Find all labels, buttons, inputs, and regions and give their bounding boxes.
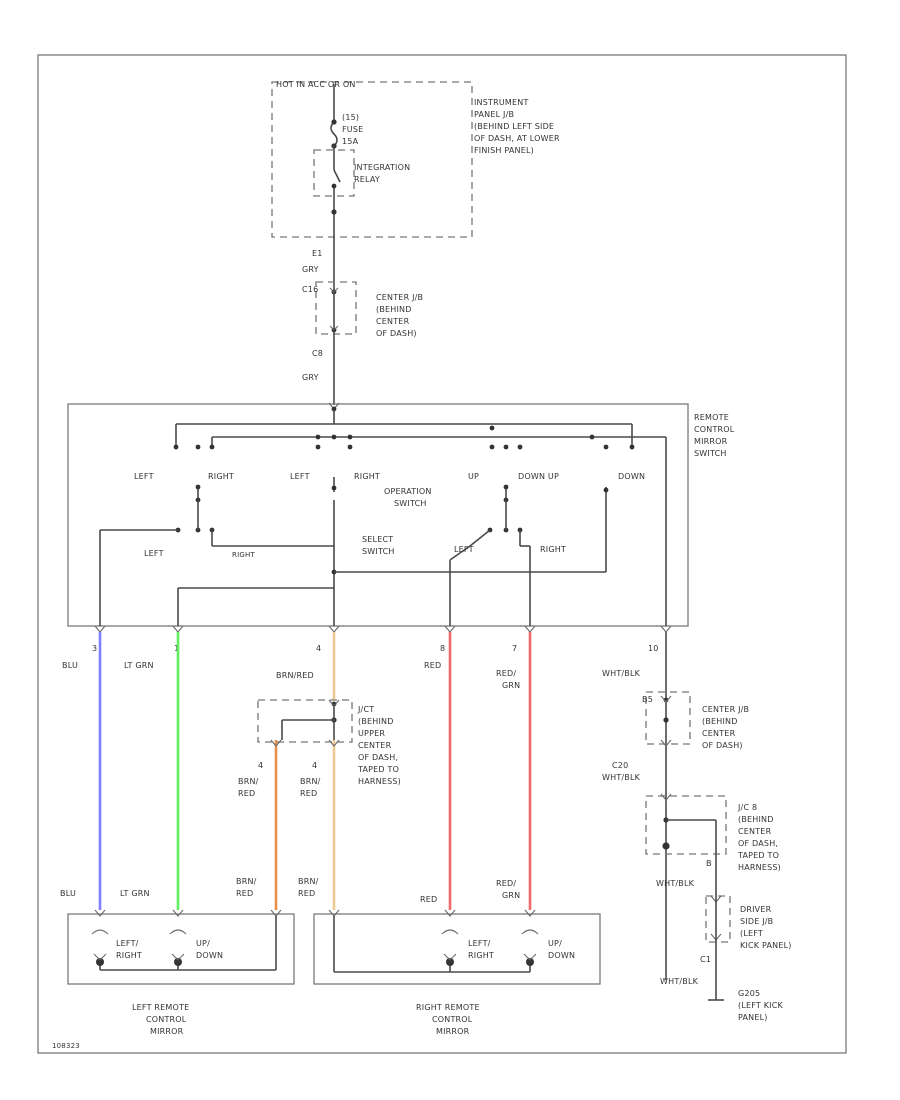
conn-e1: E1	[312, 249, 323, 258]
pin-4: 4	[316, 644, 321, 653]
brn-red-bot-1: BRN/ RED	[236, 877, 259, 898]
left-lr-motor-icon	[93, 953, 107, 966]
op-left-1: LEFT	[134, 472, 154, 481]
gry-wire-2: GRY	[302, 373, 319, 382]
gry-wire-1: GRY	[302, 265, 319, 274]
operation-switch-label: OPERATION SWITCH	[384, 487, 434, 508]
wht-blk-1: WHT/BLK	[602, 773, 641, 782]
driver-jb-label: DRIVER SIDE J/B (LEFT KICK PANEL)	[740, 905, 792, 950]
red-grn-bot: RED/ GRN	[496, 879, 520, 900]
select-right-small: RIGHT	[232, 551, 255, 559]
jct-label: J/CT (BEHIND UPPER CENTER OF DASH, TAPED…	[357, 705, 402, 786]
jct-pin-b: 4	[312, 761, 317, 770]
right-mirror-label: RIGHT REMOTE CONTROL MIRROR	[416, 1003, 482, 1036]
wire-runs	[98, 632, 667, 980]
left-mirror-label: LEFT REMOTE CONTROL MIRROR	[132, 1003, 192, 1036]
jc8-label: J/C 8 (BEHIND CENTER OF DASH, TAPED TO H…	[737, 803, 782, 872]
left-ud-motor-icon	[171, 953, 185, 966]
lt-grn-bot: LT GRN	[120, 889, 150, 898]
pin-1: 1	[174, 644, 179, 653]
wht-blk-top: WHT/BLK	[602, 669, 641, 678]
remote-control-mirror-switch: REMOTE CONTROL MIRROR SWITCH	[67, 402, 737, 627]
red-top: RED	[424, 661, 441, 670]
pin-8: 8	[440, 644, 445, 653]
select-left: LEFT	[144, 549, 164, 558]
op-downup: DOWN UP	[518, 472, 559, 481]
center-jb-upper-label: CENTER J/B (BEHIND CENTER OF DASH)	[376, 293, 426, 338]
fuse-symbol	[330, 121, 338, 147]
wht-blk-3: WHT/BLK	[660, 977, 699, 986]
left-ud-label: UP/ DOWN	[196, 939, 223, 960]
brn-red-top: BRN/RED	[276, 671, 314, 680]
conn-b5: B5	[642, 695, 653, 704]
op-down: DOWN	[618, 472, 645, 481]
conn-c16: C16	[302, 285, 318, 294]
ground-path: B5 CENTER J/B (BEHIND CENTER OF DASH) C2…	[602, 691, 792, 1022]
fuse-num: (15)	[342, 113, 359, 122]
blu-bot: BLU	[60, 889, 76, 898]
right-remote-control-mirror: LEFT/ RIGHT UP/ DOWN RIGHT REMOTE CONTRO…	[313, 909, 601, 1036]
red-bot: RED	[420, 895, 437, 904]
diagram-frame	[37, 54, 847, 1054]
left-remote-control-mirror: LEFT/ RIGHT UP/ DOWN LEFT REMOTE CONTROL…	[67, 909, 295, 1036]
fuse-label: FUSE	[342, 125, 363, 134]
left-lr-label: LEFT/ RIGHT	[116, 939, 142, 960]
wire-labels-top: BLU LT GRN BRN/RED RED RED/ GRN WHT/BLK	[62, 661, 641, 690]
conn-c20: C20	[612, 761, 628, 770]
op-up-1: UP	[468, 472, 479, 481]
right-lr-motor-icon	[443, 953, 457, 966]
op-right-2: RIGHT	[354, 472, 380, 481]
conn-c8: C8	[312, 349, 323, 358]
instrument-panel-jb: HOT IN ACC OR ON INSTRUMENT PANEL J/B (B…	[271, 80, 563, 290]
wire-labels-bottom: BLU LT GRN BRN/ RED BRN/ RED RED RED/ GR…	[60, 877, 520, 904]
right-ud-motor-icon	[523, 953, 537, 966]
center-jb-upper: C16 CENTER J/B (BEHIND CENTER OF DASH) C…	[302, 281, 426, 405]
footer-code: 108323	[52, 1042, 80, 1050]
center-jb-lower-label: CENTER J/B (BEHIND CENTER OF DASH)	[702, 705, 752, 750]
brn-red-bot-2: BRN/ RED	[298, 877, 321, 898]
operation-switch-contacts	[173, 425, 635, 450]
jct-brnred-a: BRN/ RED	[238, 777, 261, 798]
pin-7: 7	[512, 644, 517, 653]
wht-blk-2: WHT/BLK	[656, 879, 695, 888]
blu-top: BLU	[62, 661, 78, 670]
jct-brnred-b: BRN/ RED	[300, 777, 323, 798]
select-right-2: RIGHT	[540, 545, 566, 554]
right-ud-label: UP/ DOWN	[548, 939, 575, 960]
ij-label: INSTRUMENT PANEL J/B (BEHIND LEFT SIDE O…	[474, 98, 563, 155]
select-switch-label: SELECT SWITCH	[362, 535, 396, 556]
relay-label: INTEGRATION RELAY	[354, 163, 413, 184]
red-grn-top: RED/ GRN	[496, 669, 520, 690]
lt-grn-top: LT GRN	[124, 661, 154, 670]
pin-b-ground: B	[706, 859, 712, 868]
switch-title: REMOTE CONTROL MIRROR SWITCH	[694, 413, 737, 458]
fuse-amp: 15A	[342, 137, 359, 146]
op-left-2: LEFT	[290, 472, 310, 481]
power-label: HOT IN ACC OR ON	[276, 80, 356, 89]
select-left-2: LEFT	[454, 545, 474, 554]
g205-label: G205 (LEFT KICK PANEL)	[738, 989, 786, 1022]
jct-junction: J/CT (BEHIND UPPER CENTER OF DASH, TAPED…	[238, 699, 402, 798]
jct-pin-a: 4	[258, 761, 263, 770]
relay-box	[313, 149, 355, 197]
pin-10: 10	[648, 644, 659, 653]
conn-c1: C1	[700, 955, 711, 964]
op-right-1: RIGHT	[208, 472, 234, 481]
pin-3: 3	[92, 644, 97, 653]
right-lr-label: LEFT/ RIGHT	[468, 939, 494, 960]
select-switch-contacts	[175, 527, 523, 533]
